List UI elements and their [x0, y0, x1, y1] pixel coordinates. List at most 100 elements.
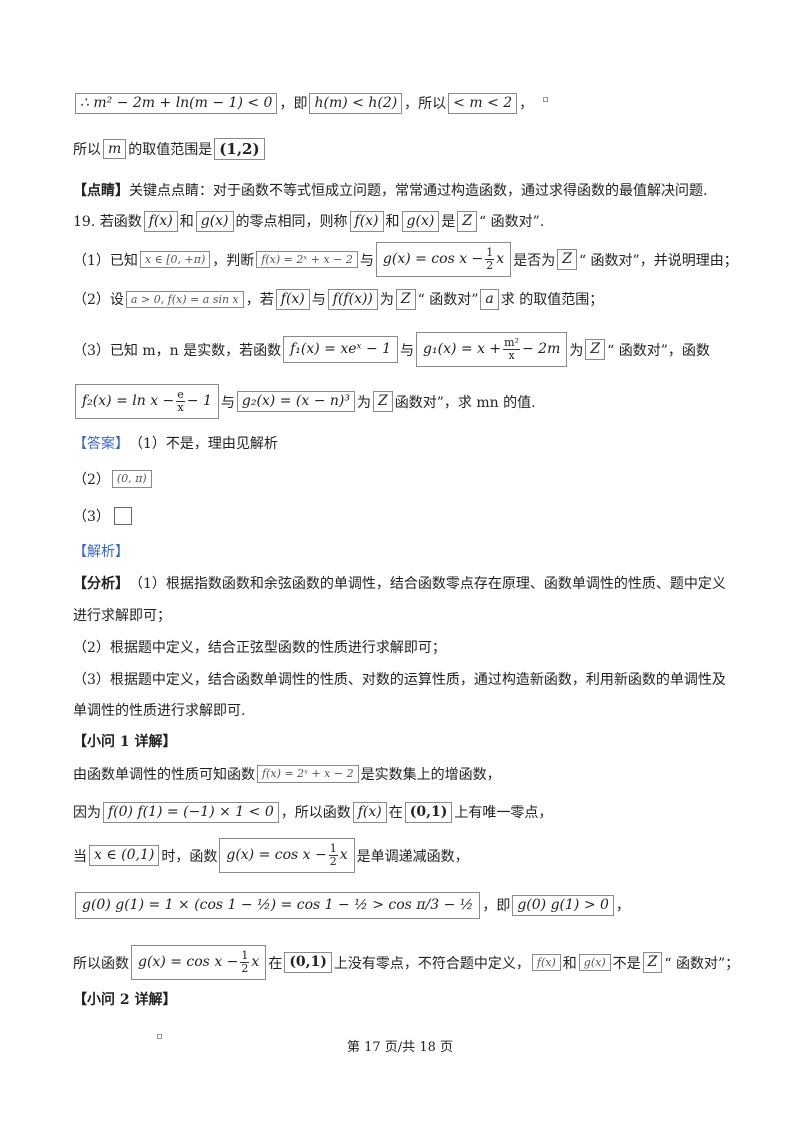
formula: f(x)	[143, 211, 178, 232]
text: 与	[400, 342, 415, 359]
label-subquestion: 【小问 1 详解】	[73, 734, 177, 750]
formula-g2: g₂(x) = (x − n)³	[236, 391, 355, 412]
page-footer: 第 17 页/共 18 页	[347, 1040, 453, 1055]
text: 进行求解即可；	[73, 608, 171, 624]
text: ，判断	[212, 252, 255, 269]
numerator: e	[176, 388, 185, 403]
formula-f2-head: f₂(x) = ln x −	[82, 393, 175, 410]
formula-a-var: a	[480, 289, 499, 310]
text: 不是	[612, 955, 641, 972]
analysis-3b: 单调性的性质进行求解即可.	[73, 700, 245, 720]
label-analysis-intro: 【分析】	[73, 576, 129, 592]
formula-interval: (0,1)	[404, 802, 453, 823]
formula: f(f(x))	[327, 289, 378, 310]
text: 是实数集上的增函数，	[360, 767, 501, 783]
formula-f: f(x) = 2ˣ + x − 2	[257, 765, 359, 783]
denominator: 2	[241, 962, 249, 976]
analysis-3: （3）根据题中定义，结合函数单调性的性质、对数的运算性质，通过构造新函数，利用新…	[73, 669, 726, 689]
text: （1）根据指数函数和余弦函数的单调性，结合函数零点存在原理、函数单调性的性质、题…	[129, 576, 726, 592]
text: “ 函数对”.	[479, 214, 545, 231]
corner-mark-bottom	[157, 1034, 162, 1039]
formula-domain: x ∈ (0,1)	[89, 845, 160, 866]
question-part-2: （2）设 a > 0, f(x) = a sin x ，若 f(x) 与 f(f…	[73, 289, 603, 310]
formula-g-tail: x	[251, 954, 260, 971]
formula-g-head: g(x) = cos x −	[382, 251, 484, 268]
formula-domain: x ∈ [0, +π)	[139, 251, 211, 269]
numerator: m²	[503, 336, 520, 351]
text: 与	[311, 292, 326, 309]
formula-g1-head: g₁(x) = x +	[423, 341, 502, 358]
text: 在	[388, 805, 403, 822]
formula-interval: (0, π)	[111, 470, 152, 488]
formula-z: Z	[585, 339, 606, 360]
empty-formula-box	[113, 507, 132, 525]
analysis-heading: 【解析】	[73, 541, 129, 561]
text: 的零点相同，则称	[235, 214, 348, 231]
formula-interval: (0,1)	[284, 952, 332, 973]
text: ，即	[482, 898, 511, 915]
text: （2）根据题中定义，结合正弦型函数的性质进行求解即可；	[73, 640, 446, 656]
formula-positive: g(0) g(1) > 0	[512, 895, 614, 916]
label-analysis: 【解析】	[73, 544, 129, 560]
denominator: 2	[329, 855, 337, 869]
formula-f: f(x) = 2ˣ + x − 2	[256, 251, 358, 269]
text: （3）根据题中定义，结合函数单调性的性质、对数的运算性质，通过构造新函数，利用新…	[73, 672, 726, 688]
formula-interval: (1,2)	[214, 138, 265, 160]
formula: f(x)	[352, 802, 387, 823]
formula-range: < m < 2	[448, 93, 518, 114]
text: 是	[441, 214, 456, 231]
text: 是单调递减函数，	[356, 848, 469, 865]
text: 上没有零点，不符合题中定义，	[333, 955, 530, 972]
answer-3: （3）	[73, 506, 132, 526]
text: （2）设	[73, 292, 124, 309]
formula-h: h(m) < h(2)	[309, 93, 403, 114]
text: （1）不是，理由见解析	[129, 436, 278, 452]
text: 函数对”，求 mn 的值.	[394, 394, 536, 411]
formula-z: Z	[395, 289, 416, 310]
subquestion-2-heading: 【小问 2 详解】	[73, 989, 177, 1009]
text: 和	[179, 214, 194, 231]
text: 当	[73, 848, 87, 865]
text: ，	[519, 96, 534, 113]
formula-f1: f₁(x) = xeˣ − 1	[283, 336, 399, 363]
text: （1）已知	[73, 252, 138, 269]
text: 和	[385, 214, 400, 231]
text: 所以	[73, 142, 101, 158]
text: 的取值范围是	[128, 142, 213, 158]
text: （3）已知 m，n 是实数，若函数	[73, 342, 282, 359]
line-key-point: 【点睛】 关键点点睛：对于函数不等式恒成立问题，常常通过构造函数，通过求得函数的…	[73, 180, 707, 200]
answer-2: （2） (0, π)	[73, 469, 154, 489]
analysis-1: 【分析】 （1）根据指数函数和余弦函数的单调性，结合函数零点存在原理、函数单调性…	[73, 573, 726, 593]
formula: g(x)	[578, 954, 611, 972]
text: 是否为	[513, 252, 556, 269]
label-subquestion: 【小问 2 详解】	[73, 992, 177, 1008]
text: 与	[220, 394, 235, 411]
answer-heading: 【答案】 （1）不是，理由见解析	[73, 433, 278, 453]
formula-cos-compare: g(0) g(1) = 1 × (cos 1 − ½) = cos 1 − ½ …	[75, 892, 481, 919]
text: 单调性的性质进行求解即可.	[73, 703, 246, 719]
formula-product: f(0) f(1) = (−1) × 1 < 0	[103, 802, 279, 823]
text: “ 函数对”	[417, 292, 479, 309]
corner-mark-top	[543, 97, 548, 102]
formula-g1-tail: − 2m	[522, 341, 561, 358]
text: 为	[569, 342, 584, 359]
text: 所以函数	[73, 955, 129, 972]
text: 与	[359, 252, 374, 269]
denominator: x	[177, 401, 184, 415]
analysis-2: （2）根据题中定义，结合正弦型函数的性质进行求解即可；	[73, 637, 446, 657]
numerator: 1	[240, 949, 250, 964]
subquestion-1-heading: 【小问 1 详解】	[73, 731, 177, 751]
solution-line-2: 因为 f(0) f(1) = (−1) × 1 < 0 ，所以函数 f(x) 在…	[73, 802, 552, 823]
formula-z: Z	[642, 952, 663, 973]
text: “ 函数对”，并说明理由；	[578, 252, 738, 269]
text: ，即	[279, 96, 308, 113]
text: 在	[268, 955, 283, 972]
